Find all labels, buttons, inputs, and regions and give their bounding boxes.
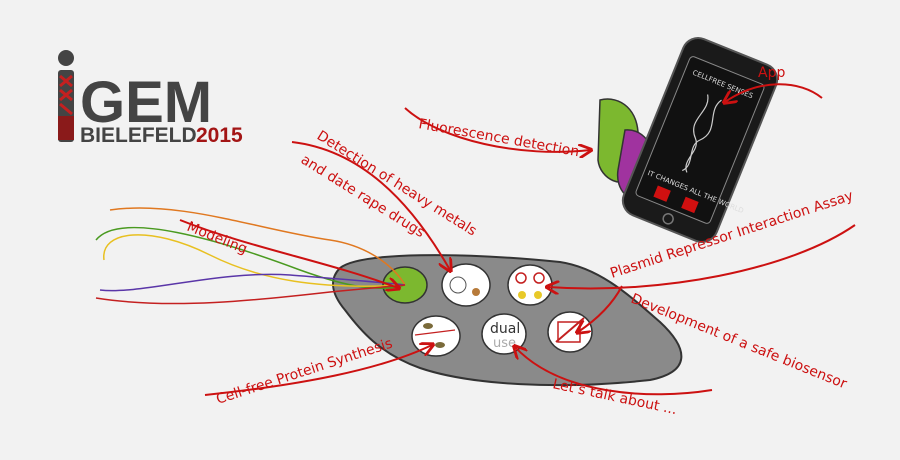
mrna-icon xyxy=(414,329,456,336)
sensor-icon xyxy=(518,291,526,299)
logo-year: 2015 xyxy=(196,124,243,147)
talk-arrow xyxy=(515,347,713,396)
detection-arrow xyxy=(291,141,450,270)
plasmid-icon-2 xyxy=(533,272,545,284)
cell-sketch-icon xyxy=(449,276,467,294)
label-detection: Detection of heavy metals and date rape … xyxy=(291,128,479,270)
app-label: App xyxy=(758,65,785,81)
well-plasmid xyxy=(507,264,553,306)
phone-red-button-right xyxy=(681,196,699,214)
modeling-curves xyxy=(95,207,406,305)
phone-home-button xyxy=(662,213,674,225)
ribosome-icon xyxy=(423,323,433,329)
cellfree-label: Cell-free Protein Synthesis xyxy=(214,336,394,408)
dual-text: dual xyxy=(490,321,520,337)
plasmid-arrow xyxy=(548,224,856,288)
fluorescence-arrow xyxy=(404,107,590,152)
well-dual-use: dual use xyxy=(481,313,527,355)
sensor-icon-2 xyxy=(534,291,542,299)
well-detection xyxy=(441,263,491,307)
well-biosafety xyxy=(547,311,593,353)
app-arrow xyxy=(725,83,823,102)
dna-sketch-icon xyxy=(681,94,722,173)
dna-tube-icon xyxy=(58,50,74,142)
biosensor-arrow xyxy=(578,285,623,332)
phone-red-button-left xyxy=(653,185,671,202)
logo-letters: GEM xyxy=(80,70,212,135)
igem-logo: GEM BIELEFELD 2015 xyxy=(58,50,243,147)
fluorescence-label: Fluorescence detection xyxy=(417,116,580,160)
label-fluorescence: Fluorescence detection xyxy=(404,107,590,160)
label-modeling: Modeling xyxy=(179,219,398,288)
logo-subtitle: BIELEFELD xyxy=(80,124,197,147)
use-text: use xyxy=(493,336,516,351)
molecule-icon xyxy=(472,288,480,296)
label-app: App xyxy=(725,65,823,102)
cellfree-arrow xyxy=(204,345,432,396)
ribosome-icon-2 xyxy=(435,342,445,348)
plasmid-icon xyxy=(515,272,527,284)
modeling-arrow xyxy=(179,219,398,288)
